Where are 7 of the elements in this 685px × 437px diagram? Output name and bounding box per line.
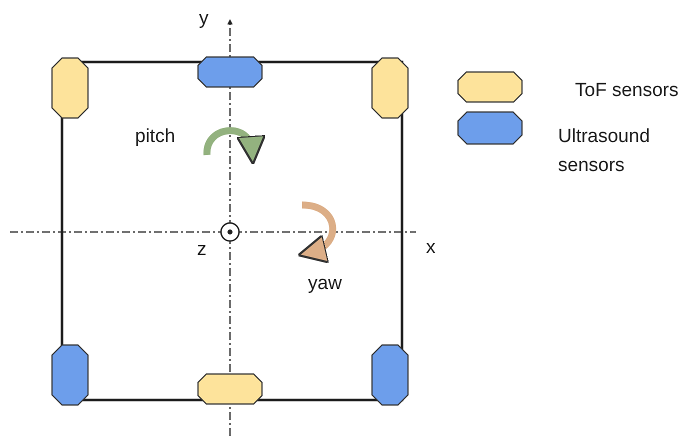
rotation-label: pitch [135, 125, 176, 149]
legend-label: Ultrasound sensors [558, 125, 651, 178]
legend-label: ToF sensors [575, 79, 678, 103]
rotation-label: yaw [308, 272, 342, 296]
axis-label: x [426, 236, 436, 260]
axis-label: z [197, 238, 206, 262]
axis-label: y [199, 7, 208, 31]
